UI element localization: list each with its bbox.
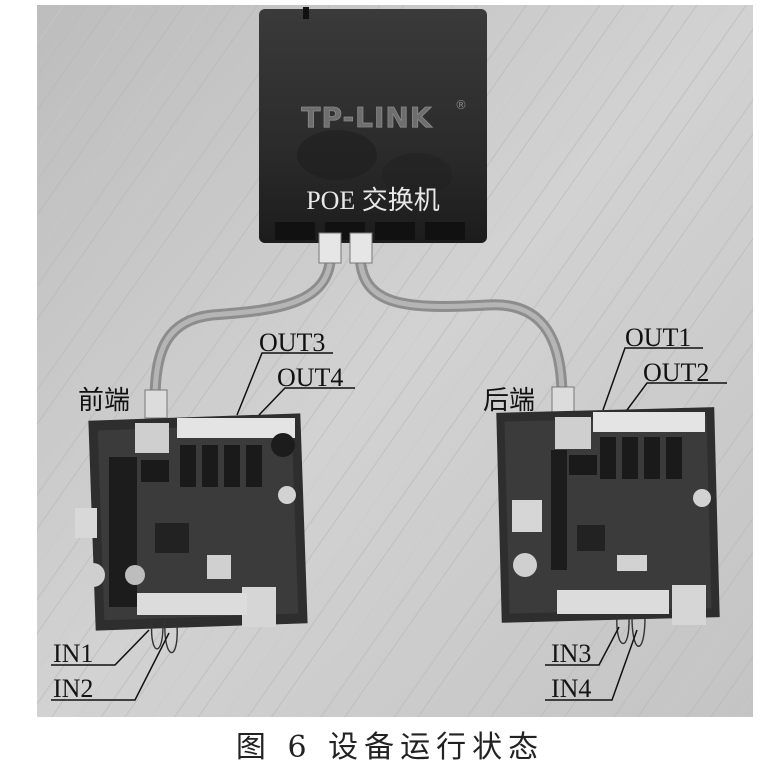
label-out3: OUT3 bbox=[259, 328, 325, 357]
front-board bbox=[75, 413, 308, 631]
poe-switch: TP-LINK ® POE 交换机 bbox=[259, 7, 487, 243]
label-in2: IN2 bbox=[53, 674, 93, 703]
leader-lines bbox=[51, 347, 727, 701]
input-wire-loops bbox=[150, 614, 646, 654]
switch-label: POE 交换机 bbox=[306, 186, 440, 215]
label-out1: OUT1 bbox=[625, 323, 691, 352]
label-out4: OUT4 bbox=[277, 363, 343, 392]
network-cables bbox=[144, 232, 575, 419]
label-back: 后端 bbox=[483, 386, 535, 415]
label-in4: IN4 bbox=[551, 674, 591, 703]
figure-caption: 图 6 设备运行状态 bbox=[235, 730, 545, 761]
label-front: 前端 bbox=[78, 386, 130, 415]
label-in1: IN1 bbox=[53, 639, 93, 668]
registered-mark: ® bbox=[455, 98, 467, 112]
label-out2: OUT2 bbox=[643, 358, 709, 387]
device-photo: TP-LINK ® POE 交换机 bbox=[37, 5, 753, 717]
label-in3: IN3 bbox=[551, 639, 591, 668]
back-board bbox=[496, 407, 720, 625]
switch-brand: TP-LINK bbox=[301, 101, 432, 134]
